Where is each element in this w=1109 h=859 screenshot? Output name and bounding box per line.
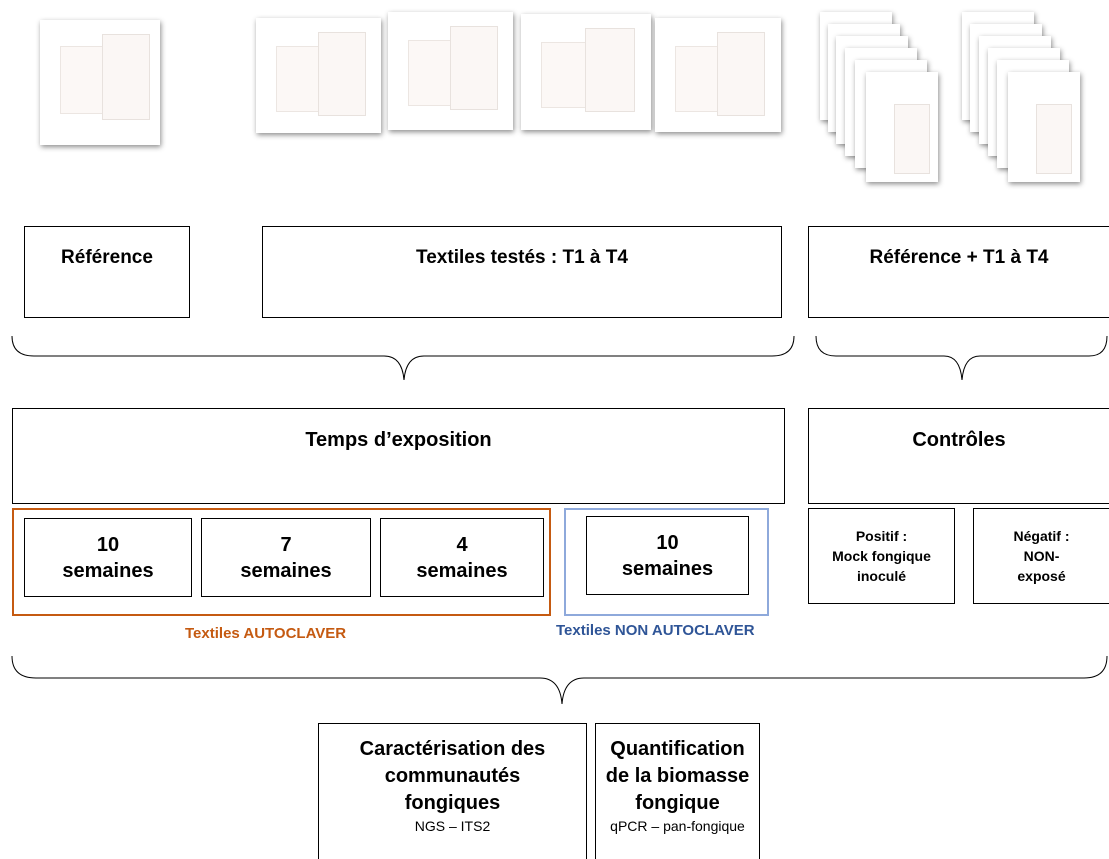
brace-right [815, 335, 1108, 381]
weeks-number: 10 [656, 531, 679, 554]
quantification-line2: de la biomasse [605, 765, 750, 787]
positive-control-line1: Positif : [855, 527, 908, 544]
weeks-unit: semaines [621, 557, 714, 580]
positive-control-box: Positif : Mock fongique inoculé [808, 508, 955, 604]
positive-control-line3: inoculé [856, 568, 906, 585]
weeks-unit: semaines [62, 559, 154, 582]
controls-box: Contrôles [808, 408, 1109, 504]
textile-sample-icon-reference [40, 20, 160, 145]
characterisation-line1: Caractérisation des [359, 738, 546, 760]
quantification-line1: Quantification [610, 738, 745, 760]
textile-sample-icon-t2 [388, 12, 513, 130]
characterisation-box: Caractérisation des communautés fongique… [318, 723, 587, 859]
reference-t-label: Référence + T1 à T4 [869, 247, 1049, 268]
weeks-unit: semaines [240, 559, 332, 582]
autoclave-10-weeks-box: 10 semaines [24, 518, 192, 597]
positive-control-line2: Mock fongique [832, 547, 931, 564]
reference-box: Référence [24, 226, 190, 318]
textile-sample-icon-t3 [521, 14, 651, 130]
weeks-number: 4 [456, 533, 468, 556]
negative-control-box: Négatif : NON- exposé [973, 508, 1109, 604]
non-autoclave-10-weeks-box: 10 semaines [586, 516, 749, 595]
non-autoclave-caption: Textiles NON AUTOCLAVER [556, 622, 755, 639]
textile-sample-icon-t1 [256, 18, 381, 133]
reference-t-box: Référence + T1 à T4 [808, 226, 1109, 318]
weeks-number: 10 [96, 533, 120, 556]
quantification-method: qPCR – pan-fongique [610, 818, 745, 834]
tested-textiles-box: Textiles testés : T1 à T4 [262, 226, 782, 318]
characterisation-line3: fongiques [404, 792, 501, 814]
exposure-time-box: Temps d’exposition [12, 408, 785, 504]
exposure-time-label: Temps d’exposition [305, 429, 492, 451]
characterisation-line2: communautés [384, 765, 521, 787]
tested-textiles-label: Textiles testés : T1 à T4 [416, 247, 628, 268]
autoclave-group [12, 508, 551, 616]
textile-sample-icon-t4 [655, 18, 781, 132]
autoclave-4-weeks-box: 4 semaines [380, 518, 544, 597]
non-autoclave-group [564, 508, 769, 616]
brace-left [11, 335, 795, 381]
weeks-unit: semaines [416, 559, 508, 582]
negative-control-line2: NON- [1023, 547, 1060, 564]
weeks-number: 7 [280, 533, 292, 556]
autoclave-caption: Textiles AUTOCLAVER [185, 625, 347, 642]
quantification-box: Quantification de la biomasse fongique q… [595, 723, 760, 859]
characterisation-method: NGS – ITS2 [414, 818, 491, 834]
brace-bottom [11, 655, 1108, 705]
controls-label: Contrôles [912, 429, 1006, 451]
negative-control-line1: Négatif : [1013, 527, 1070, 544]
autoclave-7-weeks-box: 7 semaines [201, 518, 371, 597]
reference-label: Référence [61, 247, 153, 268]
negative-control-line3: exposé [1017, 568, 1066, 585]
quantification-line3: fongique [635, 792, 720, 814]
